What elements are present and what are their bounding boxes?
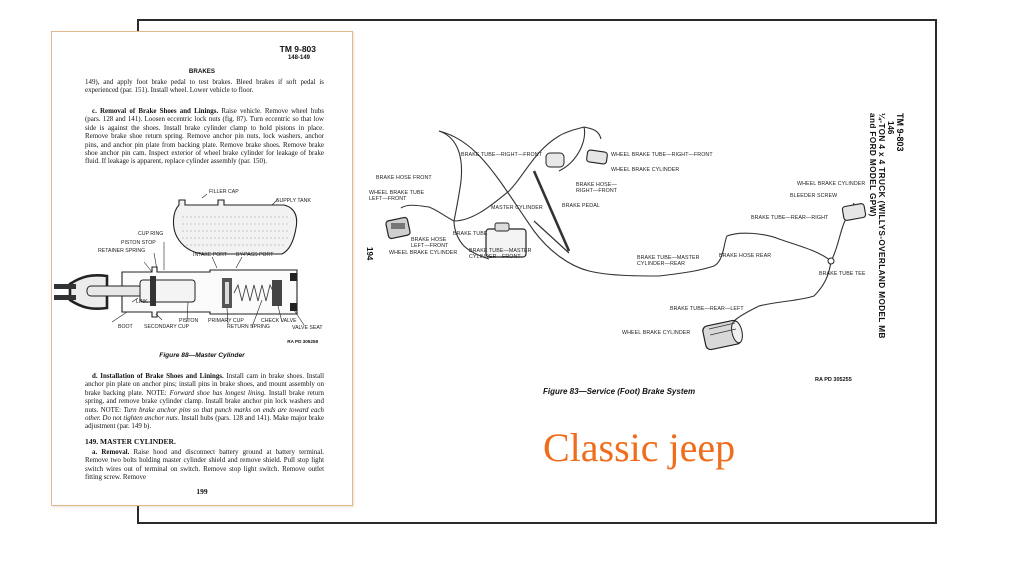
brake-hose-front-line xyxy=(438,130,463,222)
wheel-cylinder-right-rear-shape xyxy=(841,203,867,221)
section-149-title: 149. MASTER CYLINDER. xyxy=(85,437,176,446)
wheel-cylinder-right-front-shape xyxy=(586,149,608,165)
label-wheel-brake-cylinder-right-front: WHEEL BRAKE CYLINDER xyxy=(611,167,679,173)
label-bypass-port: BY-PASS PORT xyxy=(236,252,274,258)
label-brake-tube-master-front-2: CYLINDER—FRONT xyxy=(469,254,521,260)
manual-text-page: TM 9-803 148-149 BRAKES 149), and apply … xyxy=(51,31,353,506)
label-wheel-brake-cylinder-right-rear: WHEEL BRAKE CYLINDER xyxy=(797,181,865,187)
label-brake-tube-tee: BRAKE TUBE TEE xyxy=(819,271,866,277)
tm-header: TM 9-803 148-149 xyxy=(280,44,316,62)
label-master-cylinder: MASTER CYLINDER xyxy=(491,205,543,211)
para-c-title: Removal of Brake Shoes and Linings. xyxy=(100,107,219,115)
page-number: 199 xyxy=(196,487,208,496)
para-d-italic2: Turn brake anchor pins so that punch mar… xyxy=(85,405,324,423)
tm-paragraphs: 148-149 xyxy=(287,55,310,61)
label-retainer-spring: RETAINER SPRING xyxy=(98,248,145,254)
brake-pedal-arm xyxy=(532,170,571,252)
section-header: BRAKES xyxy=(188,68,216,75)
wheel-cylinder-left-rear-shape xyxy=(702,319,743,351)
label-brake-tube-right-front: BRAKE TUBE—RIGHT—FRONT xyxy=(461,152,543,158)
para-a-title: Removal. xyxy=(101,448,130,456)
label-cup-ring: CUP RING xyxy=(138,231,163,237)
paragraph-intro: 149), and apply foot brake pedal to test… xyxy=(85,78,324,95)
wheel-cylinder-left-front-shape xyxy=(385,216,411,240)
brand-watermark: Classic jeep xyxy=(543,425,736,470)
figure88-ra-number: RA PD 305258 xyxy=(287,339,318,344)
label-return-spring: RETURN SPRING xyxy=(227,324,270,330)
label-wheel-brake-tube-right-front: WHEEL BRAKE TUBE—RIGHT—FRONT xyxy=(611,152,713,158)
label-supply-tank: SUPPLY TANK xyxy=(276,198,311,204)
figure83-ra-number: RA PD 305255 xyxy=(815,377,852,383)
brake-hose-rear-line xyxy=(713,232,832,267)
label-brake-pedal: BRAKE PEDAL xyxy=(562,203,600,209)
label-brake-hose-right-front-1: BRAKE HOSE— xyxy=(576,182,617,188)
label-filler-cap: FILLER CAP xyxy=(209,189,239,195)
label-wheel-brake-tube-left-front-1: WHEEL BRAKE TUBE xyxy=(369,190,425,196)
label-secondary-cup: SECONDARY CUP xyxy=(144,324,190,330)
label-brake-tube-rear-right: BRAKE TUBE—REAR—RIGHT xyxy=(751,215,829,221)
label-brake-hose-left-front-2: LEFT—FRONT xyxy=(411,243,449,249)
side-title-line1: ¼-TON 4 x 4 TRUCK (WILLYS-OVERLAND MODEL… xyxy=(877,113,886,339)
para-d-title: Installation of Brake Shoes and Linings. xyxy=(100,372,224,380)
brake-tube-rear-left-line xyxy=(726,260,832,332)
brake-tube-master-rear-line xyxy=(438,130,715,277)
label-boot: BOOT xyxy=(118,324,134,330)
label-brake-tube-master-rear-1: BRAKE TUBE—MASTER xyxy=(637,255,700,261)
rotated-page-number: 194 xyxy=(365,247,374,261)
label-wheel-brake-tube-left-front-2: LEFT—FRONT xyxy=(369,196,407,202)
brake-tube-master-front-line xyxy=(453,220,490,260)
para-d-label: d. xyxy=(92,372,98,380)
figure83-caption: Figure 83—Service (Foot) Brake System xyxy=(543,387,696,396)
label-link: LINK xyxy=(136,299,148,305)
label-piston: PISTON xyxy=(179,318,198,324)
label-brake-hose-rear: BRAKE HOSE REAR xyxy=(719,253,771,259)
wheel-brake-tube-left-front-line xyxy=(400,204,455,222)
rotated-page-header: TM 9-803 146 ¼-TON 4 x 4 TRUCK (WILLYS-O… xyxy=(868,113,905,339)
label-primary-cup: PRIMARY CUP xyxy=(208,318,244,324)
side-paragraph-number: 146 xyxy=(886,121,895,135)
label-wheel-brake-cylinder-left-front: WHEEL BRAKE CYLINDER xyxy=(389,250,457,256)
tm-number: TM 9-803 xyxy=(279,44,316,54)
para-a-body: Raise hood and disconnect battery ground… xyxy=(85,448,324,482)
para-d-body1: Install cam in brake shoes. Install anch… xyxy=(85,372,325,397)
figure88-caption: Figure 88—Master Cylinder xyxy=(159,352,245,359)
label-wheel-brake-cylinder-left-rear: WHEEL BRAKE CYLINDER xyxy=(622,330,690,336)
side-title-line2: and FORD MODEL GPW) xyxy=(868,113,877,217)
supply-tank-shape xyxy=(172,199,298,255)
label-brake-tube: BRAKE TUBE xyxy=(453,231,488,237)
paragraph-c: c. Removal of Brake Shoes and Linings. R… xyxy=(85,107,324,166)
brake-tube-tee-shape xyxy=(827,257,835,265)
paragraph-a: a. Removal. Raise hood and disconnect ba… xyxy=(85,448,324,482)
label-brake-hose-right-front-2: RIGHT—FRONT xyxy=(576,188,618,194)
label-brake-tube-master-rear-2: CYLINDER—REAR xyxy=(637,261,685,267)
label-bleeder-screw: BLEEDER SCREW xyxy=(790,193,837,199)
paragraph-d: d. Installation of Brake Shoes and Linin… xyxy=(85,372,324,431)
para-d-italic1: Forward shoe has longest lining. xyxy=(169,388,266,397)
master-cylinder-figure: FILLER CAP SUPPLY TANK CUP RING PISTON S… xyxy=(54,189,323,331)
label-brake-hose-front: BRAKE HOSE FRONT xyxy=(376,175,432,181)
label-brake-tube-rear-left: BRAKE TUBE—REAR—LEFT xyxy=(670,306,744,312)
para-d-body2: Install brake return spring, and remove … xyxy=(85,388,324,414)
label-piston-stop: PISTON STOP xyxy=(121,240,156,246)
side-tm-number: TM 9-803 xyxy=(895,113,905,152)
label-valve-seat: VALVE SEAT xyxy=(292,325,323,331)
label-brake-tube-master-front-1: BRAKE TUBE—MASTER xyxy=(469,248,532,254)
label-intake-port: INTAKE PORT xyxy=(193,252,228,258)
brake-system-diagram: BRAKE TUBE—RIGHT—FRONT WHEEL BRAKE TUBE—… xyxy=(369,126,867,351)
para-d-body3: Install hubs (pars. 128 and 141). Make m… xyxy=(85,414,324,431)
label-check-valve: CHECK VALVE xyxy=(261,318,297,324)
para-a-label: a. xyxy=(92,448,98,456)
brake-tube-right-front-line xyxy=(453,135,560,222)
para-c-label: c. xyxy=(92,107,97,115)
para-c-body: Raise vehicle. Remove wheel hubs (pars. … xyxy=(85,107,324,166)
label-brake-hose-left-front-1: BRAKE HOSE xyxy=(411,237,447,243)
